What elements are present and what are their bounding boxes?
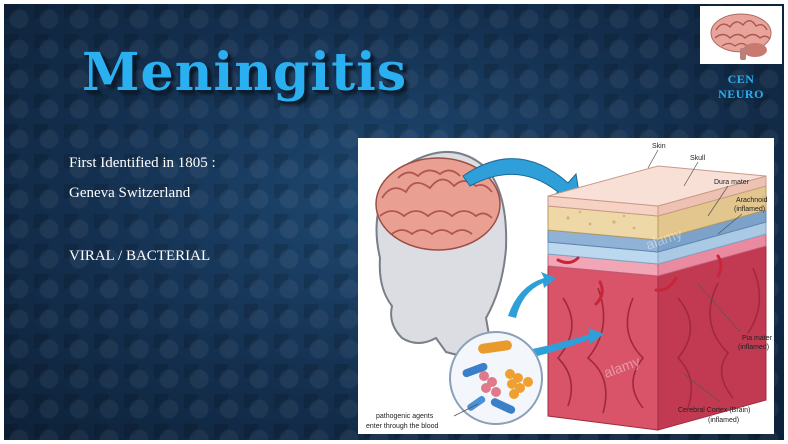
slide-title: Meningitis (82, 42, 407, 103)
label-arachnoid: Arachnoid (736, 197, 768, 204)
logo-text-cen: CEN (710, 72, 772, 87)
label-dura-mater: Dura mater (714, 179, 750, 186)
discovery-location-text: Geneva Switzerland (69, 185, 190, 202)
label-arachnoid-note: (inflamed) (734, 206, 765, 213)
discovery-date-text: First Identified in 1805 : (69, 155, 216, 172)
logo-text-neuro: NEURO (710, 87, 772, 102)
label-pia-note: (inflamed) (738, 344, 769, 351)
label-skull: Skull (690, 155, 706, 162)
slide: Meningitis First Identified in 1805 : Ge… (4, 4, 784, 440)
label-pathogenic-agents: pathogenic agents (376, 413, 434, 420)
brain-icon (700, 6, 782, 64)
label-pathogen-note: enter through the blood (366, 423, 438, 430)
label-pia-mater: Pia mater (742, 335, 773, 342)
meningitis-types-text: VIRAL / BACTERIAL (69, 248, 210, 265)
meninges-illustration: Skin Skull Dura mater Arachnoid (inflame… (358, 138, 774, 434)
label-cerebral-cortex: Cerebral Cortex (Brain) (678, 407, 750, 414)
label-skin: Skin (652, 143, 666, 150)
label-cortex-note: (inflamed) (708, 417, 739, 424)
brain-logo (700, 6, 782, 64)
